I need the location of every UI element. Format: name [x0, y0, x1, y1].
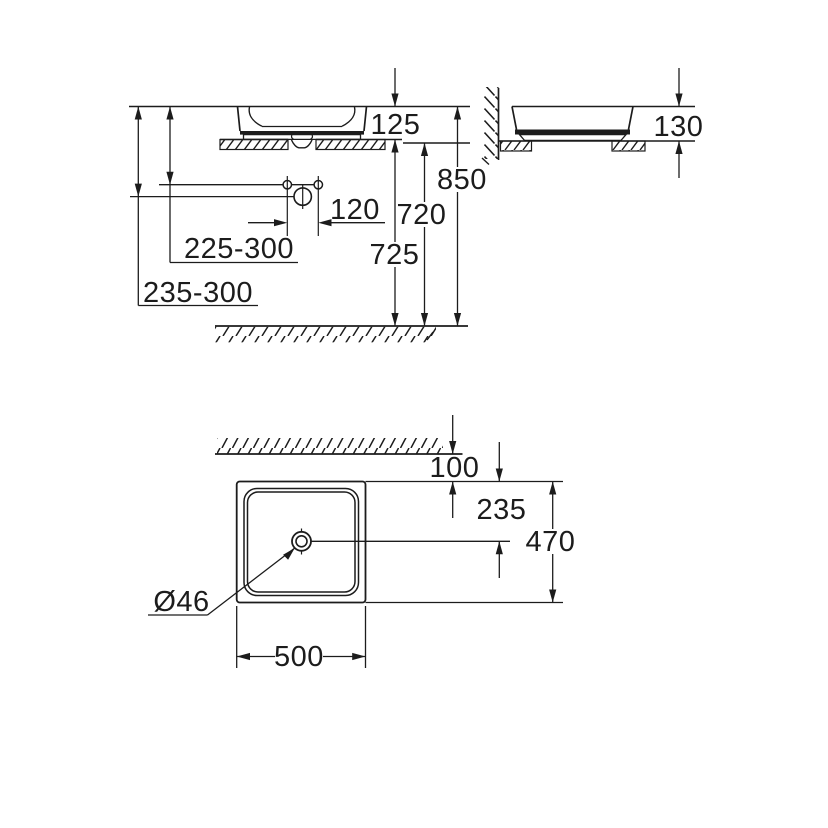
basin-plan-outline: [235, 480, 367, 604]
dim-label-235-300: 235-300: [143, 277, 253, 309]
basin-base-bar-side: [515, 129, 630, 135]
drain-funnel: [290, 139, 313, 149]
floor-front: [215, 325, 468, 343]
label-drain-diameter: Ø46: [148, 547, 296, 618]
dim-overall-height-850: 850: [437, 106, 487, 326]
front-elevation-view: 120 225-300 235-300 125: [129, 68, 487, 343]
side-elevation-view: 130: [481, 68, 704, 178]
dim-label-120: 120: [330, 194, 380, 226]
basin-base-bar: [240, 131, 364, 135]
dim-label-100: 100: [430, 452, 480, 484]
basin-inner-curve-right: [341, 106, 356, 127]
dim-label-235: 235: [477, 494, 527, 526]
dim-label-850: 850: [437, 164, 487, 196]
basin-bowl-edge: [246, 491, 356, 593]
wall-side: [481, 87, 500, 166]
dim-label-drain-diameter: Ø46: [153, 586, 209, 618]
dim-drain-offset-235: 235: [477, 442, 527, 578]
dim-label-130: 130: [654, 111, 704, 143]
basin-rim-inner: [243, 487, 360, 597]
dim-label-470: 470: [526, 526, 576, 558]
dim-lower-hole-range-235-300: 235-300: [134, 106, 258, 309]
dim-wall-clearance-100: 100: [430, 415, 480, 518]
counter-hatch-side-right: [611, 140, 646, 152]
basin-foot-side: [518, 133, 628, 142]
dim-basin-height-125: 125: [371, 68, 421, 141]
counter-hatch-side-left: [499, 140, 533, 152]
dim-hole-spacing-120: 120: [248, 194, 385, 227]
drain-inner-circle: [295, 534, 308, 548]
drain-clamp-right: [310, 134, 314, 140]
dim-upper-hole-range-225-300: 225-300: [166, 106, 298, 265]
dim-label-125: 125: [371, 109, 421, 141]
dim-basin-height-130: 130: [654, 68, 704, 178]
dim-basin-width-500: 500: [236, 606, 367, 673]
counter-hatch-left: [219, 138, 289, 151]
drain-outer-circle: [291, 530, 312, 552]
basin-foot: [242, 133, 362, 141]
dim-counter-underside-height-720: 720: [397, 143, 447, 326]
basin-inner-curve-left: [248, 106, 263, 127]
floor-hatch: [215, 326, 436, 343]
wall-hatch-plan: [217, 438, 443, 454]
countertop-side: [498, 140, 695, 152]
counter-hatch-right: [315, 138, 386, 151]
drain-clamp-left: [290, 134, 294, 140]
dim-label-225-300: 225-300: [184, 233, 294, 265]
countertop-front: [219, 138, 470, 151]
dim-counter-top-height-725: 725: [370, 139, 420, 326]
hole-markers: [130, 176, 324, 236]
dim-label-500: 500: [274, 641, 324, 673]
dim-label-720: 720: [397, 199, 447, 231]
dim-basin-depth-470: 470: [526, 481, 576, 603]
plan-view: 100 235 470 500: [148, 415, 576, 673]
wall-hatch: [484, 87, 499, 159]
dim-label-725: 725: [370, 239, 420, 271]
wall-plan: [215, 438, 463, 455]
